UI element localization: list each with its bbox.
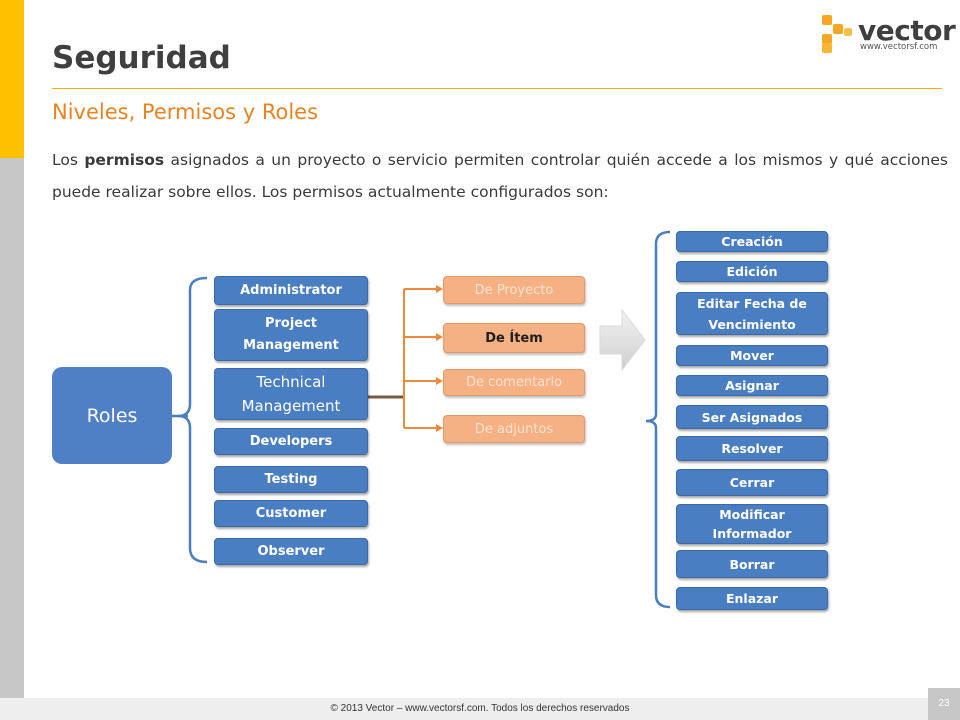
title-divider (52, 88, 942, 89)
page-subtitle: Niveles, Permisos y Roles (52, 100, 319, 124)
role-label: Customer (255, 506, 327, 521)
action-modificar-informador: Modificar Informador (676, 504, 828, 544)
action-label: Edición (726, 264, 778, 279)
role-label: Testing (264, 472, 318, 487)
action-label: Cerrar (729, 475, 775, 490)
action-label: Asignar (725, 378, 779, 393)
action-label: Editar Fecha de Vencimiento (697, 295, 807, 332)
action-borrar: Borrar (676, 550, 828, 578)
flow-arrow-icon (599, 308, 646, 372)
footer-copyright: © 2013 Vector – www.vectorsf.com. Todos … (330, 703, 630, 714)
intro-bold-permisos: permisos (84, 151, 165, 169)
action-creacion: Creación (676, 231, 828, 252)
action-ser-asignados: Ser Asignados (676, 405, 828, 429)
intro-text-2: asignados a un proyecto o servicio permi… (52, 151, 948, 201)
vector-logo: vector www.vectorsf.com (820, 14, 956, 56)
role-label: Technical Management (241, 373, 341, 415)
roles-root-box: Roles (52, 367, 172, 464)
left-accent-bar (0, 0, 24, 158)
logo-wordmark: vector (858, 14, 956, 47)
action-label: Mover (730, 348, 774, 363)
intro-text-1: Los (52, 151, 85, 169)
intro-paragraph: Los permisos asignados a un proyecto o s… (52, 144, 948, 208)
action-mover: Mover (676, 345, 828, 366)
permission-label: De comentario (465, 375, 563, 390)
logo-squares-icon (822, 15, 852, 53)
action-editar-fecha-vencimiento: Editar Fecha de Vencimiento (676, 292, 828, 335)
action-label: Enlazar (725, 591, 779, 606)
role-administrator: Administrator (214, 276, 368, 305)
role-technical-management: Technical Management (214, 368, 368, 420)
action-edicion: Edición (676, 261, 828, 282)
action-asignar: Asignar (676, 375, 828, 396)
action-label: Borrar (729, 556, 775, 572)
permission-label: De Proyecto (474, 282, 554, 298)
role-label: Administrator (240, 283, 342, 298)
action-label: Ser Asignados (701, 409, 803, 425)
role-label: Observer (257, 544, 325, 559)
role-label: Developers (249, 434, 333, 449)
permission-de-adjuntos: De adjuntos (443, 415, 585, 443)
role-customer: Customer (214, 500, 368, 527)
page-title: Seguridad (52, 40, 231, 76)
role-testing: Testing (214, 466, 368, 493)
logo-url: www.vectorsf.com (860, 42, 938, 52)
action-label: Creación (721, 234, 783, 249)
action-cerrar: Cerrar (676, 469, 828, 496)
roles-root-label: Roles (86, 404, 138, 427)
permission-de-proyecto: De Proyecto (443, 276, 585, 304)
role-observer: Observer (214, 538, 368, 565)
permission-label: De Ítem (485, 330, 543, 346)
permission-label: De adjuntos (474, 421, 554, 437)
permission-de-comentario: De comentario (443, 369, 585, 396)
action-label: Resolver (721, 441, 783, 456)
action-enlazar: Enlazar (676, 587, 828, 610)
action-label: Modificar Informador (712, 507, 792, 541)
action-resolver: Resolver (676, 436, 828, 461)
footer-bar (0, 698, 960, 720)
page-number: 23 (928, 688, 960, 720)
role-developers: Developers (214, 428, 368, 455)
role-label: Project Management (243, 316, 339, 353)
permission-de-item: De Ítem (443, 323, 585, 353)
role-project-management: Project Management (214, 309, 368, 361)
